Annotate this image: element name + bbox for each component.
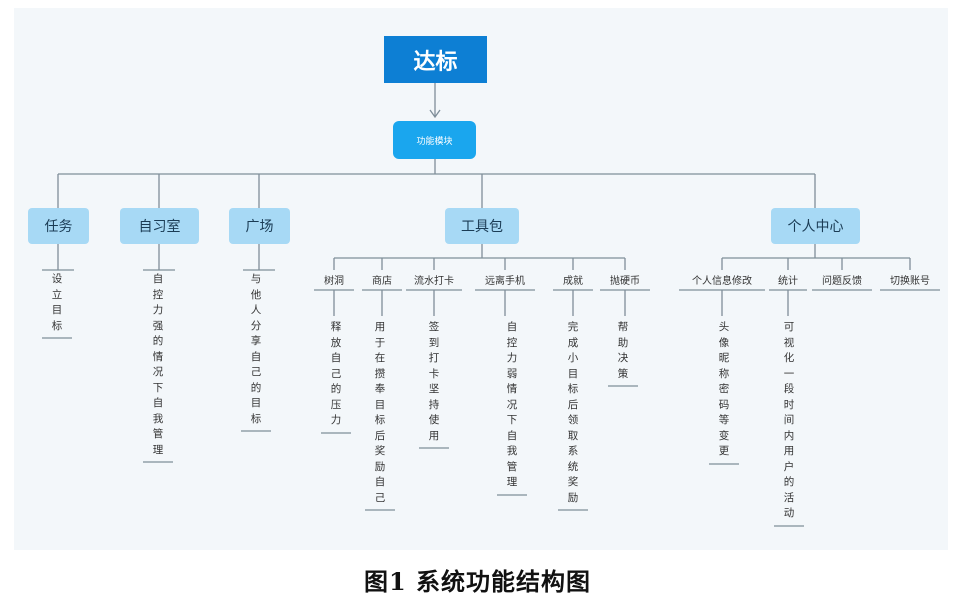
pc-feedback: 问题反馈 bbox=[822, 276, 862, 287]
figure-caption: 图1 系统功能结构图 bbox=[363, 567, 592, 596]
desc-tree-hole: 释放自己的压力 bbox=[330, 321, 342, 426]
desc-statistics: 可视化一段时间内用户的活动 bbox=[783, 321, 795, 519]
tool-tree-hole: 树洞 bbox=[324, 276, 344, 287]
tool-store: 商店 bbox=[372, 276, 392, 287]
desc-coin-flip: 帮助决策 bbox=[617, 321, 629, 380]
desc-achievement: 完成小目标后领取系统奖励 bbox=[567, 321, 579, 504]
pc-profile-edit: 个人信息修改 bbox=[692, 276, 752, 287]
desc-task: 设立目标 bbox=[51, 273, 63, 332]
root-node: 达标 bbox=[384, 36, 487, 83]
tool-achievement: 成就 bbox=[563, 276, 583, 287]
pc-switch-account: 切换账号 bbox=[890, 276, 930, 287]
arrow-head bbox=[429, 109, 441, 119]
desc-phone-away: 自控力弱情况下自我管理 bbox=[506, 321, 518, 488]
category-task: 任务 bbox=[28, 208, 89, 244]
desc-store: 用于在攒奉目标后奖励自己 bbox=[374, 321, 386, 504]
desc-checkin: 签到打卡坚持使用 bbox=[428, 321, 440, 442]
tool-phone-away: 远离手机 bbox=[485, 276, 525, 287]
desc-profile-edit: 头像昵称密码等变更 bbox=[718, 321, 730, 457]
desc-study-room: 自控力强的情况下自我管理 bbox=[152, 273, 164, 456]
tool-checkin: 流水打卡 bbox=[414, 276, 454, 287]
diagram-panel bbox=[14, 8, 948, 550]
pc-statistics: 统计 bbox=[778, 276, 798, 287]
category-toolkit: 工具包 bbox=[445, 208, 519, 244]
function-module-node: 功能模块 bbox=[393, 121, 476, 159]
category-personal-center: 个人中心 bbox=[771, 208, 860, 244]
tool-coin-flip: 抛硬币 bbox=[610, 276, 640, 287]
category-study-room: 自习室 bbox=[120, 208, 199, 244]
desc-square: 与他人分享自己的目标 bbox=[250, 273, 262, 425]
category-square: 广场 bbox=[229, 208, 290, 244]
